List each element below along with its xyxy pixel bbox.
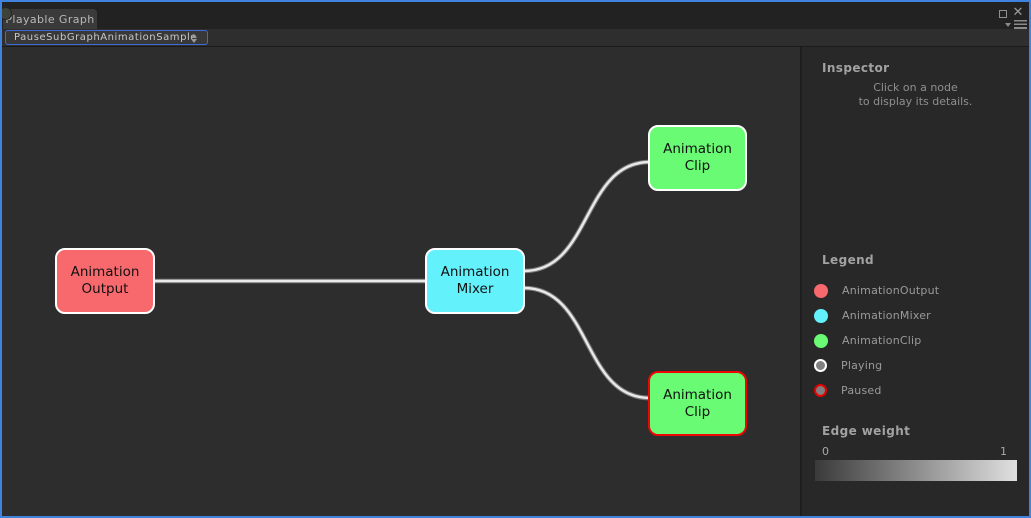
- panel-divider: [800, 47, 802, 516]
- legend-title: Legend: [822, 253, 875, 267]
- legend-dot-paused-icon: [814, 384, 827, 397]
- side-panel: Inspector Click on a node to display its…: [802, 47, 1029, 516]
- menu-triangle-icon: [1005, 23, 1011, 27]
- graph-canvas[interactable]: Animation Output Animation Mixer Animati…: [0, 47, 801, 516]
- legend-item-paused: Paused: [814, 378, 1024, 403]
- legend-label: Playing: [841, 359, 883, 372]
- graph-selector-value: PauseSubGraphAnimationSample: [14, 32, 197, 43]
- graph-selector-dropdown[interactable]: PauseSubGraphAnimationSample: [5, 30, 208, 45]
- edge-weight-gradient: [815, 460, 1017, 481]
- legend-label: AnimationMixer: [842, 309, 931, 322]
- legend-item-animation-mixer: AnimationMixer: [814, 303, 1024, 328]
- node-animation-output[interactable]: Animation Output: [55, 248, 155, 314]
- node-animation-mixer[interactable]: Animation Mixer: [425, 248, 525, 314]
- legend-dot-animation-clip-icon: [814, 333, 828, 348]
- legend-dot-animation-mixer-icon: [814, 308, 828, 323]
- title-bar: Playable Graph ✕: [0, 0, 1031, 29]
- close-icon[interactable]: ✕: [1012, 5, 1024, 20]
- inspector-hint: Click on a node to display its details.: [802, 81, 1029, 108]
- edge-mixer-to-clip-top: [522, 160, 652, 273]
- legend-item-animation-output: AnimationOutput: [814, 278, 1024, 303]
- edge-weight-max-label: 1: [1000, 445, 1007, 458]
- legend-dot-playing-icon: [814, 359, 827, 372]
- legend-item-animation-clip: AnimationClip: [814, 328, 1024, 353]
- toolbar: PauseSubGraphAnimationSample: [0, 29, 1031, 47]
- cursor-dot-icon: [0, 7, 12, 20]
- menu-lines-icon: [1014, 20, 1027, 29]
- node-animation-clip-top[interactable]: Animation Clip: [648, 125, 747, 191]
- legend-label: Paused: [841, 384, 882, 397]
- legend-item-playing: Playing: [814, 353, 1024, 378]
- edge-weight-title: Edge weight: [822, 424, 911, 438]
- node-animation-clip-paused[interactable]: Animation Clip: [648, 371, 747, 436]
- legend-dot-animation-output-icon: [814, 283, 828, 298]
- inspector-title: Inspector: [822, 61, 890, 75]
- legend-list: AnimationOutput AnimationMixer Animation…: [814, 278, 1024, 403]
- edge-mixer-to-clip-bottom: [522, 286, 652, 400]
- window-menu-icon[interactable]: [1005, 20, 1027, 29]
- maximize-icon[interactable]: [999, 10, 1007, 18]
- dropdown-arrows-icon: [190, 33, 198, 44]
- legend-label: AnimationClip: [842, 334, 922, 347]
- edge-weight-min-label: 0: [822, 445, 829, 458]
- graph-edges: [152, 159, 653, 401]
- inspector-hint-line1: Click on a node: [873, 81, 958, 94]
- legend-label: AnimationOutput: [842, 284, 940, 297]
- tab-playable-graph[interactable]: Playable Graph: [3, 9, 97, 29]
- inspector-hint-line2: to display its details.: [858, 94, 973, 108]
